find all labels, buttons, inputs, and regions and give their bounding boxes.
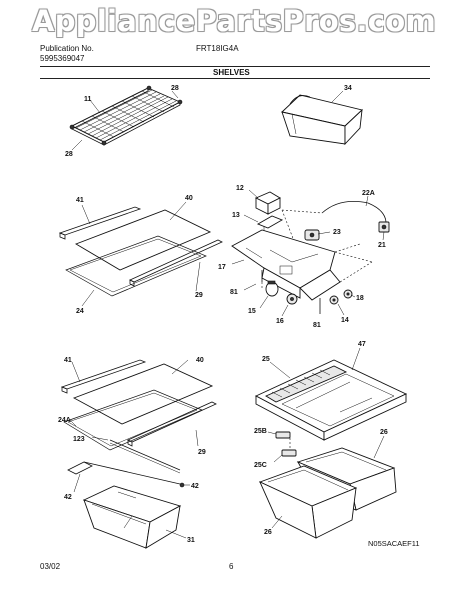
callout-cover-support-b: 25B [254,428,267,435]
callout-glass-bottom: 40 [196,357,204,364]
callout-cover-support-c: 25C [254,462,267,469]
thermostat [378,221,390,233]
light-socket [304,229,320,241]
callout-thermostat: 21 [378,242,386,249]
callout-shelf-end-bottom: 28 [65,151,73,158]
shelf-end-cap-bottom [69,124,107,146]
callout-crisper-left: 26 [264,529,272,536]
callout-glass-front-trim-top: 29 [195,292,203,299]
callout-crisper-cover: 25 [262,356,270,363]
pan-drawer [82,485,182,549]
damper [286,293,298,305]
callout-crisper-cover-frame: 123 [73,436,85,443]
callout-shelf-end-top: 28 [171,85,179,92]
door-bin [281,94,363,146]
publication-label: Publication No. [40,44,94,53]
callout-seal-assembly: 24A [58,417,71,424]
cover-support-b [275,431,291,439]
callout-control-bracket: 13 [232,212,240,219]
glass-shelf-bottom [60,359,217,451]
crisper-cover-frame [109,439,181,474]
callout-control-knob: 12 [236,185,244,192]
callout-pan: 31 [187,537,195,544]
control-housing [231,229,373,301]
callout-control-housing: 17 [218,264,226,271]
callout-slide-left: 42 [64,494,72,501]
callout-screw-left: 81 [230,289,238,296]
glass-shelf-top [58,206,223,297]
clip-right [343,289,353,299]
control-knob [254,191,281,215]
callout-clip-right: 18 [356,295,364,302]
drawing-code: N05SACAEF11 [368,539,420,548]
callout-crisper-right: 26 [380,429,388,436]
publication-number: 5995369047 [40,54,85,63]
callout-glass-seal-top: 24 [76,308,84,315]
footer-page-number: 6 [229,562,234,571]
slide-rail [67,461,185,488]
section-title: SHELVES [213,68,250,77]
callout-slide-right: 42 [191,483,199,490]
shelf-end-cap-top [146,85,183,105]
watermark-logo: AppliancePartsPros.com [31,4,437,38]
model-number: FRT18IG4A [196,44,239,53]
cover-clip [329,295,339,305]
callout-screw-right: 81 [313,322,321,329]
footer-date: 03/02 [40,562,61,571]
header-rule-top [40,66,430,67]
header-rule-bottom [40,78,430,79]
callout-light-socket: 23 [333,229,341,236]
light-bulb [265,280,279,297]
crisper-glass-panel [281,373,395,427]
control-bracket [256,215,284,232]
wiring-harness [281,200,387,247]
crisper-cover [254,359,408,441]
callout-crisper-glass: 47 [358,341,366,348]
crisper-drawer-left [258,465,358,539]
callout-harness: 22A [362,190,375,197]
callout-glass-front-trim-bottom: 29 [198,449,206,456]
callout-glass-frame-top-rear: 41 [76,197,84,204]
callout-light-bulb: 15 [248,308,256,315]
callout-damper: 16 [276,318,284,325]
callout-glass-frame-bottom-rear: 41 [64,357,72,364]
callout-cover-clip: 14 [341,317,349,324]
cover-support-c [281,438,297,457]
callout-glass-top: 40 [185,195,193,202]
callout-wire-shelf: 11 [84,96,92,103]
callout-door-bin: 34 [344,85,352,92]
